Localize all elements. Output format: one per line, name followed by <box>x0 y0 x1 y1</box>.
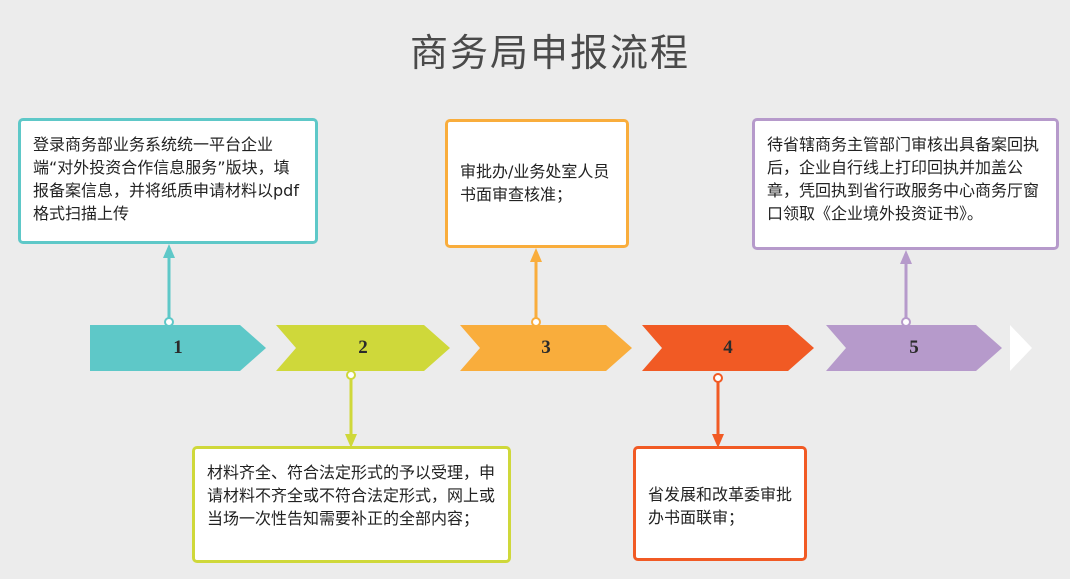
step-2-chevron: 2 <box>276 325 450 371</box>
connector-step-5 <box>900 250 912 327</box>
connector-step-4 <box>712 373 724 448</box>
step-2-number: 2 <box>358 337 368 358</box>
page-title: 商务局申报流程 <box>409 31 690 75</box>
step-2-text: 材料齐全、符合法定形式的予以受理，申请材料不齐全或不符合法定形式，网上或当场一次… <box>207 463 496 528</box>
step-2-box: 材料齐全、符合法定形式的予以受理，申请材料不齐全或不符合法定形式，网上或当场一次… <box>192 446 511 563</box>
connector-step-1 <box>163 244 175 327</box>
step-5-text: 待省辖商务主管部门审核出具备案回执后，企业自行线上打印回执并加盖公章，凭回执到省… <box>767 135 1040 223</box>
step-3-number: 3 <box>541 337 551 358</box>
step-1-text: 登录商务部业务系统统一平台企业端“对外投资合作信息服务”版块，填报备案信息，并将… <box>33 135 299 223</box>
step-5-box: 待省辖商务主管部门审核出具备案回执后，企业自行线上打印回执并加盖公章，凭回执到省… <box>752 118 1059 250</box>
step-1-chevron: 1 <box>90 325 266 371</box>
step-5-chevron: 5 <box>826 325 1002 371</box>
step-3-chevron: 3 <box>460 325 632 371</box>
step-1-box: 登录商务部业务系统统一平台企业端“对外投资合作信息服务”版块，填报备案信息，并将… <box>18 118 318 244</box>
step-1-number: 1 <box>173 337 183 358</box>
step-4-box: 省发展和改革委审批办书面联审； <box>633 446 807 561</box>
step-3-box: 审批办/业务处室人员书面审查核准； <box>445 119 629 248</box>
end-chevron <box>1010 325 1032 371</box>
step-4-number: 4 <box>723 337 733 358</box>
step-4-text: 省发展和改革委审批办书面联审； <box>648 485 793 527</box>
step-5-number: 5 <box>909 337 919 358</box>
connector-step-2 <box>345 370 357 448</box>
connector-step-3 <box>530 248 542 327</box>
step-4-chevron: 4 <box>642 325 814 371</box>
step-3-text: 审批办/业务处室人员书面审查核准； <box>460 162 610 204</box>
